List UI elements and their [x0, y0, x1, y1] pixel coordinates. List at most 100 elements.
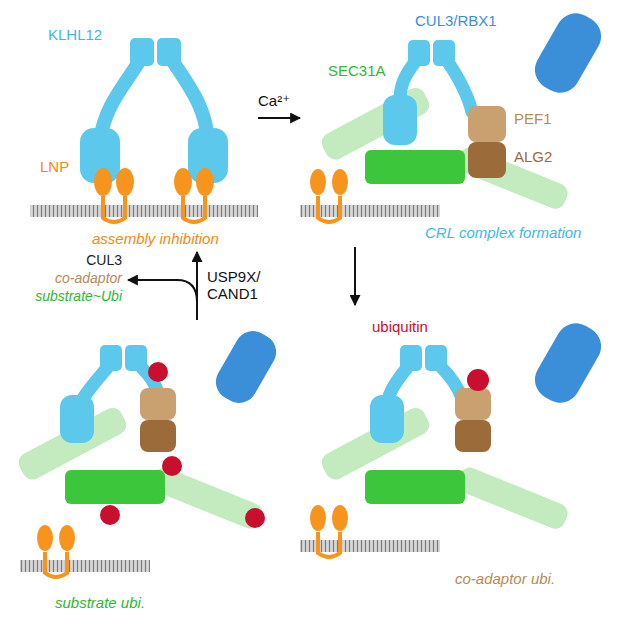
pef1-alg2 — [455, 388, 491, 452]
lnp-protein — [174, 168, 192, 196]
sec31a-cage — [15, 404, 266, 531]
membrane — [300, 205, 440, 217]
sec31a-core — [365, 150, 465, 184]
membrane — [300, 205, 440, 217]
cul3-rbx1 — [209, 324, 282, 409]
ubiquitin-mark — [148, 362, 168, 382]
ubiquitin-mark — [100, 505, 120, 525]
state-panel: KLHL12LNPassembly inhibition — [30, 10, 258, 252]
sec31a-cage — [149, 465, 265, 532]
lnp-protein — [94, 168, 214, 222]
process-label: substrate~Ubi — [35, 288, 122, 304]
membrane — [20, 560, 150, 572]
pef1-alg2 — [140, 388, 176, 420]
protein-name: ALG2 — [514, 148, 552, 165]
membrane — [300, 540, 440, 552]
lnp-protein — [310, 505, 326, 531]
lnp-protein — [183, 196, 205, 222]
sec31a-cage — [318, 84, 571, 211]
lnp-protein — [45, 552, 67, 577]
klhl12-dimer — [130, 38, 154, 66]
process-label: CUL3 — [86, 252, 122, 268]
klhl12-dimer — [82, 368, 107, 400]
klhl12-dimer — [383, 40, 472, 145]
klhl12-dimer — [383, 95, 417, 145]
lnp-protein — [310, 169, 326, 195]
protein-name: KLHL12 — [48, 26, 102, 43]
protein-name: PEF1 — [514, 110, 552, 127]
lnp-protein — [59, 525, 75, 551]
state-panel: ubiquitinco-adaptor ubi. — [300, 305, 620, 595]
edge-label: Ca²⁺ — [258, 92, 290, 109]
branch-arrow — [128, 280, 197, 302]
pef1-alg2 — [455, 388, 491, 420]
ubiquitin-mark — [245, 508, 265, 528]
klhl12-dimer — [400, 62, 415, 100]
lnp-protein — [310, 505, 348, 557]
pef1-alg2 — [140, 420, 176, 452]
lnp-protein — [94, 168, 112, 196]
sec31a-cage — [454, 465, 570, 532]
lnp-protein — [37, 525, 75, 577]
ubiquitin-mark — [100, 362, 265, 528]
klhl12-dimer — [400, 345, 422, 371]
klhl12-dimer — [125, 345, 147, 371]
state-panel: CUL3/RBX1SEC31APEF1ALG2CRL complex forma… — [300, 5, 630, 247]
process-label: co-adaptor — [55, 270, 122, 286]
pef1-alg2 — [468, 142, 506, 178]
reaction-arrow — [354, 247, 356, 305]
lnp-protein — [116, 168, 134, 196]
klhl12-dimer — [433, 40, 455, 66]
lnp-protein — [318, 532, 340, 557]
pef1-alg2 — [468, 106, 506, 178]
klhl12-dimer — [80, 38, 228, 183]
branch-arrow — [128, 280, 197, 302]
membrane — [300, 540, 440, 552]
reaction-arrow — [196, 252, 198, 320]
state-caption: assembly inhibition — [92, 230, 219, 247]
pef1-alg2 — [468, 106, 506, 142]
klhl12-dimer — [100, 345, 122, 371]
lnp-protein — [318, 196, 340, 222]
state-caption: co-adaptor ubi. — [455, 570, 555, 587]
sec31a-core — [65, 470, 165, 504]
lnp-protein — [103, 196, 125, 222]
state-caption: substrate ubi. — [55, 594, 145, 611]
pef1-alg2 — [140, 388, 176, 452]
cul3-rbx1 — [528, 316, 609, 410]
klhl12-dimer — [425, 345, 447, 371]
state-panel: substrate ubi. — [20, 320, 295, 625]
lnp-protein — [196, 168, 214, 196]
pef1-alg2 — [455, 420, 491, 452]
klhl12-dimer — [448, 62, 472, 112]
klhl12-dimer — [370, 395, 404, 443]
lnp-protein — [332, 505, 348, 531]
membrane — [30, 205, 258, 217]
ubiquitin-mark — [467, 369, 489, 391]
klhl12-dimer — [370, 345, 462, 443]
cul3-rbx1 — [528, 6, 609, 100]
membrane — [20, 560, 150, 572]
klhl12-dimer — [157, 38, 181, 66]
sec31a-core — [365, 150, 465, 184]
membrane — [30, 205, 258, 217]
cul3-rbx1 — [209, 324, 282, 409]
klhl12-dimer — [60, 395, 94, 443]
klhl12-dimer — [408, 40, 430, 66]
edge-label: USP9X/ CAND1 — [207, 268, 267, 303]
sec31a-core — [365, 470, 465, 504]
sec31a-cage — [318, 404, 571, 531]
cul3-rbx1 — [528, 6, 609, 100]
lnp-protein — [37, 525, 53, 551]
lnp-protein — [310, 169, 348, 222]
cul3-rbx1 — [528, 316, 609, 410]
sec31a-core — [65, 470, 165, 504]
lnp-protein — [332, 169, 348, 195]
ubiquitin-mark — [162, 456, 182, 476]
sec31a-core — [365, 470, 465, 504]
state-caption: CRL complex formation — [425, 224, 581, 241]
reaction-arrow — [258, 117, 300, 119]
ubiquitin-mark — [467, 369, 489, 391]
